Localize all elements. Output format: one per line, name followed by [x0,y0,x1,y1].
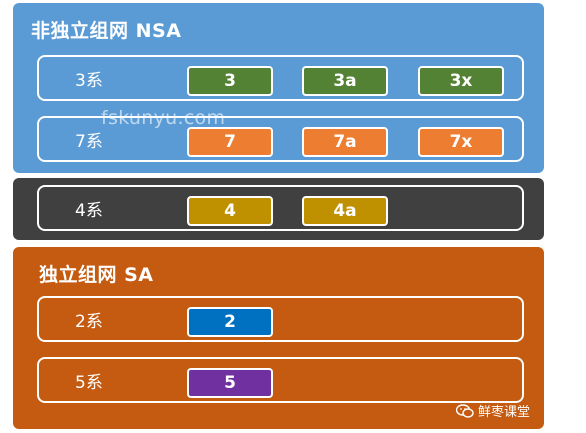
sa-title: 独立组网 SA [39,264,154,286]
chip-3a: 3a [302,66,388,96]
chip-4: 4 [187,196,273,226]
brand-label: 鲜枣课堂 [478,405,531,420]
row-label: 7系 [75,132,103,152]
chip-7a: 7a [302,127,388,157]
sa-panel: 独立组网 SA 2系 2 5系 5 [13,247,544,429]
row-label: 2系 [75,312,103,332]
row-series-2: 2系 2 [37,296,524,342]
brand-mark: 鲜枣课堂 [456,401,530,420]
row-label: 5系 [75,373,103,393]
nsa-panel: 非独立组网 NSA 3系 3 3a 3x 7系 7 7a 7x fskunyu.… [13,3,544,173]
chip-5: 5 [187,368,273,398]
chip-4a: 4a [302,196,388,226]
wechat-icon [456,403,474,418]
chip-3: 3 [187,66,273,96]
nsa-title: 非独立组网 NSA [31,20,182,42]
row-series-5: 5系 5 [37,357,524,403]
chip-2: 2 [187,307,273,337]
row-series-7: 7系 7 7a 7x [37,116,524,162]
row-series-3: 3系 3 3a 3x [37,55,524,101]
chip-7: 7 [187,127,273,157]
row-label: 3系 [75,71,103,91]
row-series-4: 4系 4 4a [37,185,524,231]
row-label: 4系 [75,201,103,221]
series-4-panel: 4系 4 4a [13,178,544,240]
watermark: fskunyu.com [101,107,226,129]
chip-3x: 3x [418,66,504,96]
chip-7x: 7x [418,127,504,157]
